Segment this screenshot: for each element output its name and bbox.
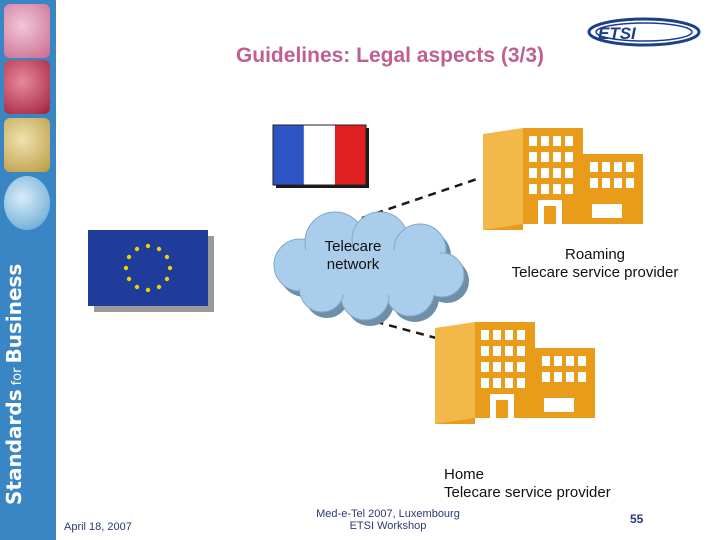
globe-icon-pink — [4, 4, 50, 58]
home-provider-label: Home Telecare service provider — [444, 466, 704, 502]
home-provider-label-line2: Telecare service provider — [444, 484, 611, 501]
connection-line-home — [361, 316, 489, 354]
footer-event-line1: Med-e-Tel 2007, Luxembourg — [316, 508, 460, 520]
cloud-label-line2: network — [326, 256, 380, 273]
cloud-label-line1: Telecare — [324, 238, 382, 255]
connection-line-roaming — [361, 176, 481, 220]
roaming-provider-building-icon — [483, 128, 643, 230]
page-title: Guidelines: Legal aspects (3/3) — [235, 44, 545, 67]
page-number: 55 — [630, 512, 644, 526]
globe-icon-red — [4, 60, 50, 114]
footer-event: Med-e-Tel 2007, Luxembourg ETSI Workshop — [300, 508, 476, 532]
sidebar: StandardsforBusiness — [0, 0, 56, 540]
etsi-logo: ETSI — [587, 17, 701, 47]
cloud-label: Telecare network — [300, 238, 406, 274]
roaming-provider-label-line1: Roaming — [564, 246, 626, 263]
globe-icon-blue — [4, 176, 50, 230]
eu-flag-icon — [88, 230, 214, 312]
footer-event-line2: ETSI Workshop — [349, 520, 427, 532]
roaming-provider-label: Roaming Telecare service provider — [480, 246, 710, 282]
svg-text:ETSI: ETSI — [598, 24, 637, 43]
french-flag-icon — [272, 124, 369, 188]
roaming-provider-label-line2: Telecare service provider — [511, 264, 679, 281]
home-provider-building-icon — [435, 322, 595, 424]
home-provider-label-line1: Home — [444, 466, 485, 483]
globe-icon-gold — [4, 118, 50, 172]
footer-date: April 18, 2007 — [64, 521, 132, 533]
telecare-network-cloud — [273, 211, 469, 326]
